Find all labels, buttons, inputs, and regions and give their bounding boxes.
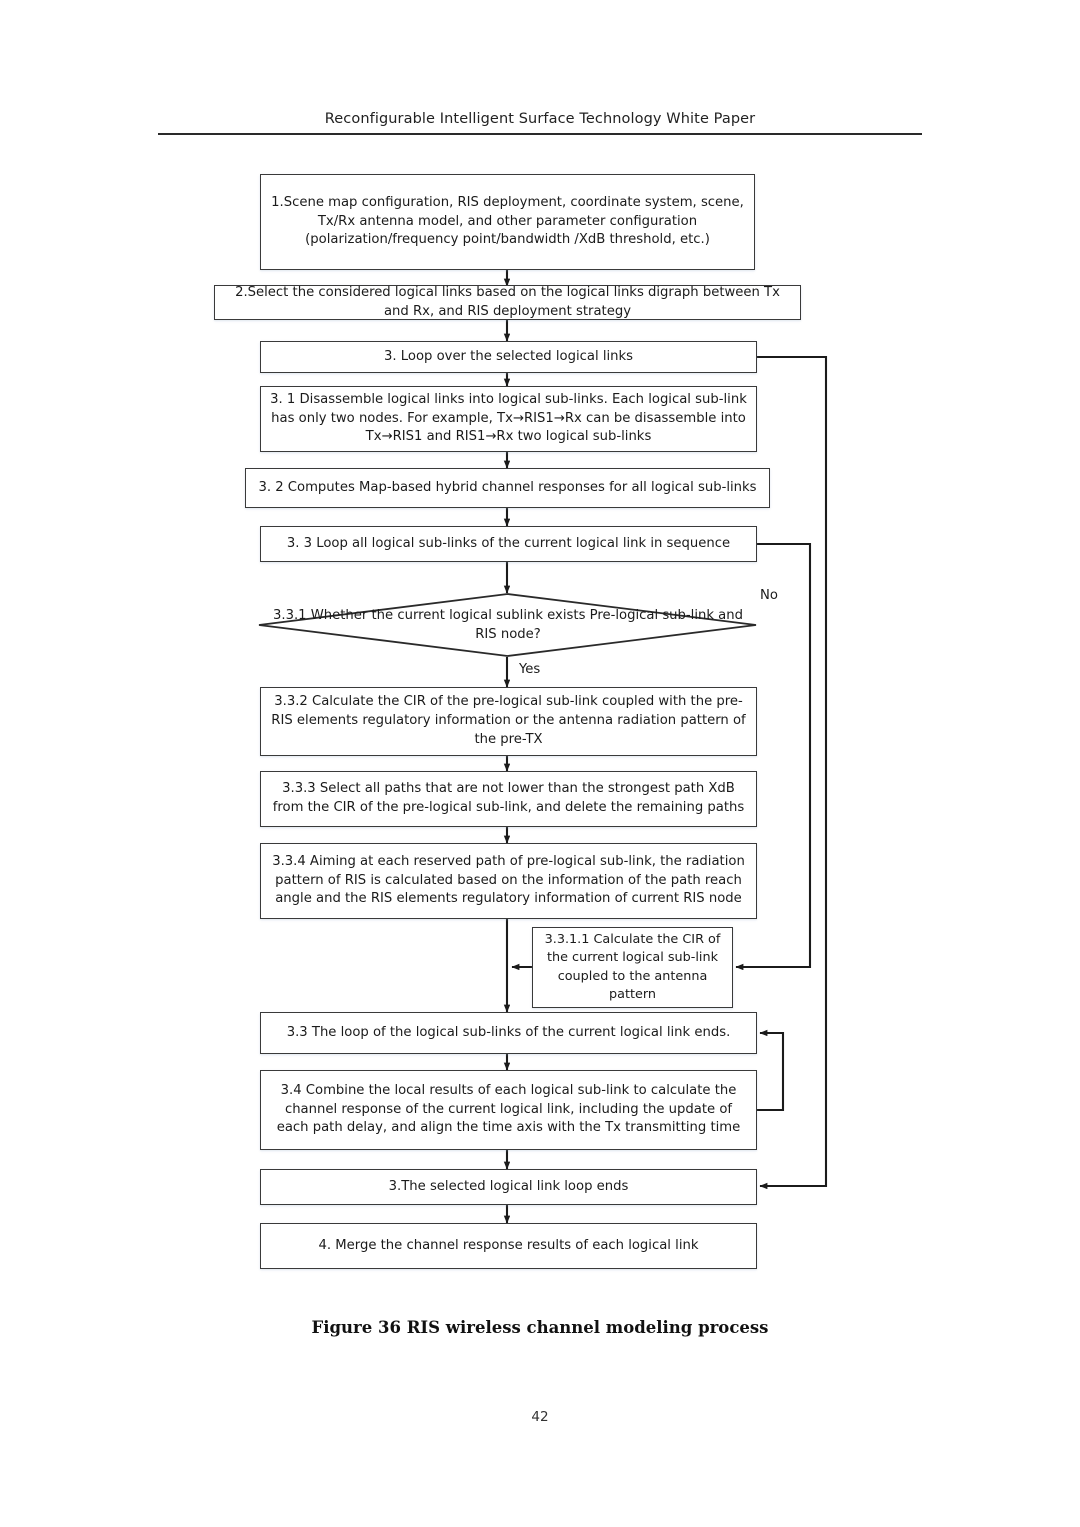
flow-node-3-3-3[interactable]: 3.3.3 Select all paths that are not lowe… [260,771,757,827]
flow-node-3-1[interactable]: 3. 1 Disassemble logical links into logi… [260,386,757,452]
header-rule [158,133,922,135]
diamond-shape [258,593,757,657]
flow-node-3-3[interactable]: 3. 3 Loop all logical sub-links of the c… [260,526,757,562]
flow-node-3-3-loop-end[interactable]: 3.3 The loop of the logical sub-links of… [260,1012,757,1054]
flow-node-3-3-4[interactable]: 3.3.4 Aiming at each reserved path of pr… [260,843,757,919]
flow-node-3-3-2[interactable]: 3.3.2 Calculate the CIR of the pre-logic… [260,687,757,756]
flow-node-3[interactable]: 3. Loop over the selected logical links [260,341,757,373]
flow-node-2-label: 2.Select the considered logical links ba… [235,284,780,319]
flow-node-3-3-4-label: 3.3.4 Aiming at each reserved path of pr… [272,853,745,907]
flow-node-3-2-label: 3. 2 Computes Map-based hybrid channel r… [258,479,757,495]
branch-label-yes: Yes [519,662,541,677]
flow-node-4[interactable]: 4. Merge the channel response results of… [260,1223,757,1269]
flow-node-3-2[interactable]: 3. 2 Computes Map-based hybrid channel r… [245,468,770,508]
flow-node-3-3-1-label: 3.3.1 Whether the current logical sublin… [273,607,743,642]
flow-node-3-3-loop-end-label: 3.3 The loop of the logical sub-links of… [286,1024,731,1040]
branch-label-no: No [760,588,778,603]
flow-node-3-1-label: 3. 1 Disassemble logical links into logi… [270,391,747,445]
flow-node-4-label: 4. Merge the channel response results of… [318,1237,699,1253]
flow-node-3-loop-end-label: 3.The selected logical link loop ends [388,1178,629,1194]
flow-node-3-4[interactable]: 3.4 Combine the local results of each lo… [260,1070,757,1150]
flow-node-3-label: 3. Loop over the selected logical links [383,348,634,364]
flow-node-3-3-2-label: 3.3.2 Calculate the CIR of the pre-logic… [271,694,746,747]
figure-caption: Figure 36 RIS wireless channel modeling … [311,1318,769,1337]
flow-node-3-3-1-1-label: 3.3.1.1 Calculate the CIR of the current… [544,932,721,1002]
page-number: 42 [531,1409,549,1425]
flow-node-3-4-label: 3.4 Combine the local results of each lo… [276,1082,741,1136]
flow-node-1-label: 1.Scene map configuration, RIS deploymen… [271,194,744,248]
flow-node-3-3-3-label: 3.3.3 Select all paths that are not lowe… [272,781,745,815]
flow-node-3-loop-end[interactable]: 3.The selected logical link loop ends [260,1169,757,1205]
flow-node-2[interactable]: 2.Select the considered logical links ba… [214,285,801,320]
flow-node-3-3-label: 3. 3 Loop all logical sub-links of the c… [286,535,731,551]
running-header-title: Reconfigurable Intelligent Surface Techn… [324,111,756,127]
flow-node-1[interactable]: 1.Scene map configuration, RIS deploymen… [260,174,755,270]
flow-node-3-3-1-decision[interactable]: 3.3.1 Whether the current logical sublin… [258,593,757,657]
flow-node-3-3-1-1[interactable]: 3.3.1.1 Calculate the CIR of the current… [532,927,733,1008]
